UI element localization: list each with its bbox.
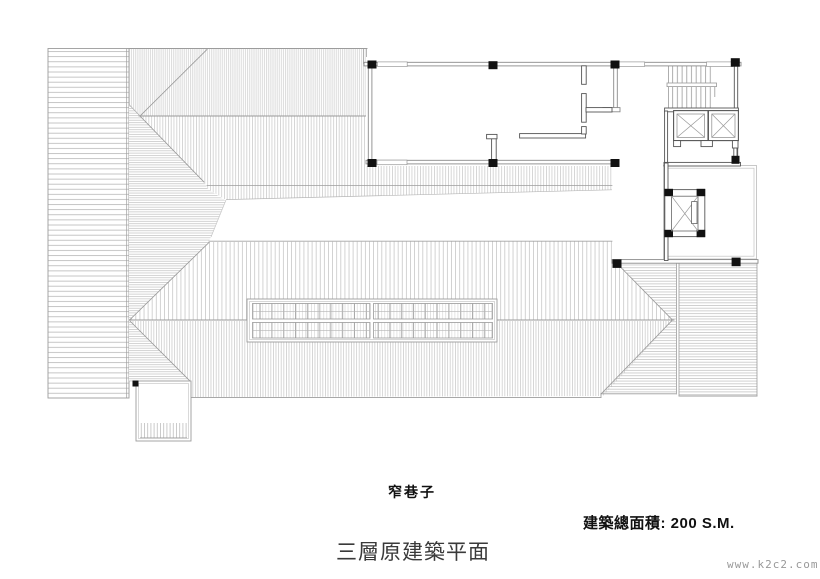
drawing-title: 三層原建築平面	[336, 541, 490, 564]
column	[367, 159, 377, 167]
skylight-row	[373, 303, 493, 320]
street-label: 窄巷子	[388, 484, 436, 500]
column	[610, 159, 620, 167]
column	[610, 60, 620, 69]
skylight-grid	[246, 298, 498, 343]
columns	[367, 58, 741, 268]
column	[731, 155, 740, 164]
skylight-row	[252, 322, 371, 339]
roof-left-strip	[47, 48, 130, 399]
elevator-shaft-1	[673, 110, 709, 142]
total-area-label: 建築總面積: 200 S.M.	[583, 515, 735, 532]
upper-roof	[129, 49, 612, 200]
column	[612, 259, 622, 268]
elevator-shaft-2	[707, 110, 739, 142]
column	[488, 159, 498, 167]
shaft-wall-stubs	[673, 140, 739, 149]
column	[367, 60, 377, 69]
west-roof-plane	[129, 105, 226, 381]
watermark: www.k2c2.com	[727, 558, 819, 571]
small-stair-box	[132, 380, 192, 442]
column	[730, 58, 740, 67]
stair-run	[666, 66, 717, 108]
valley-gutter	[209, 189, 613, 241]
skylight-row	[252, 303, 371, 320]
column	[488, 61, 498, 70]
wall-windows	[376, 61, 734, 166]
column	[132, 380, 139, 387]
right-wing-roof	[601, 264, 757, 396]
column	[731, 257, 741, 267]
elevator-lower	[664, 188, 706, 238]
floor-plan	[363, 57, 760, 268]
skylight-row	[373, 322, 493, 339]
